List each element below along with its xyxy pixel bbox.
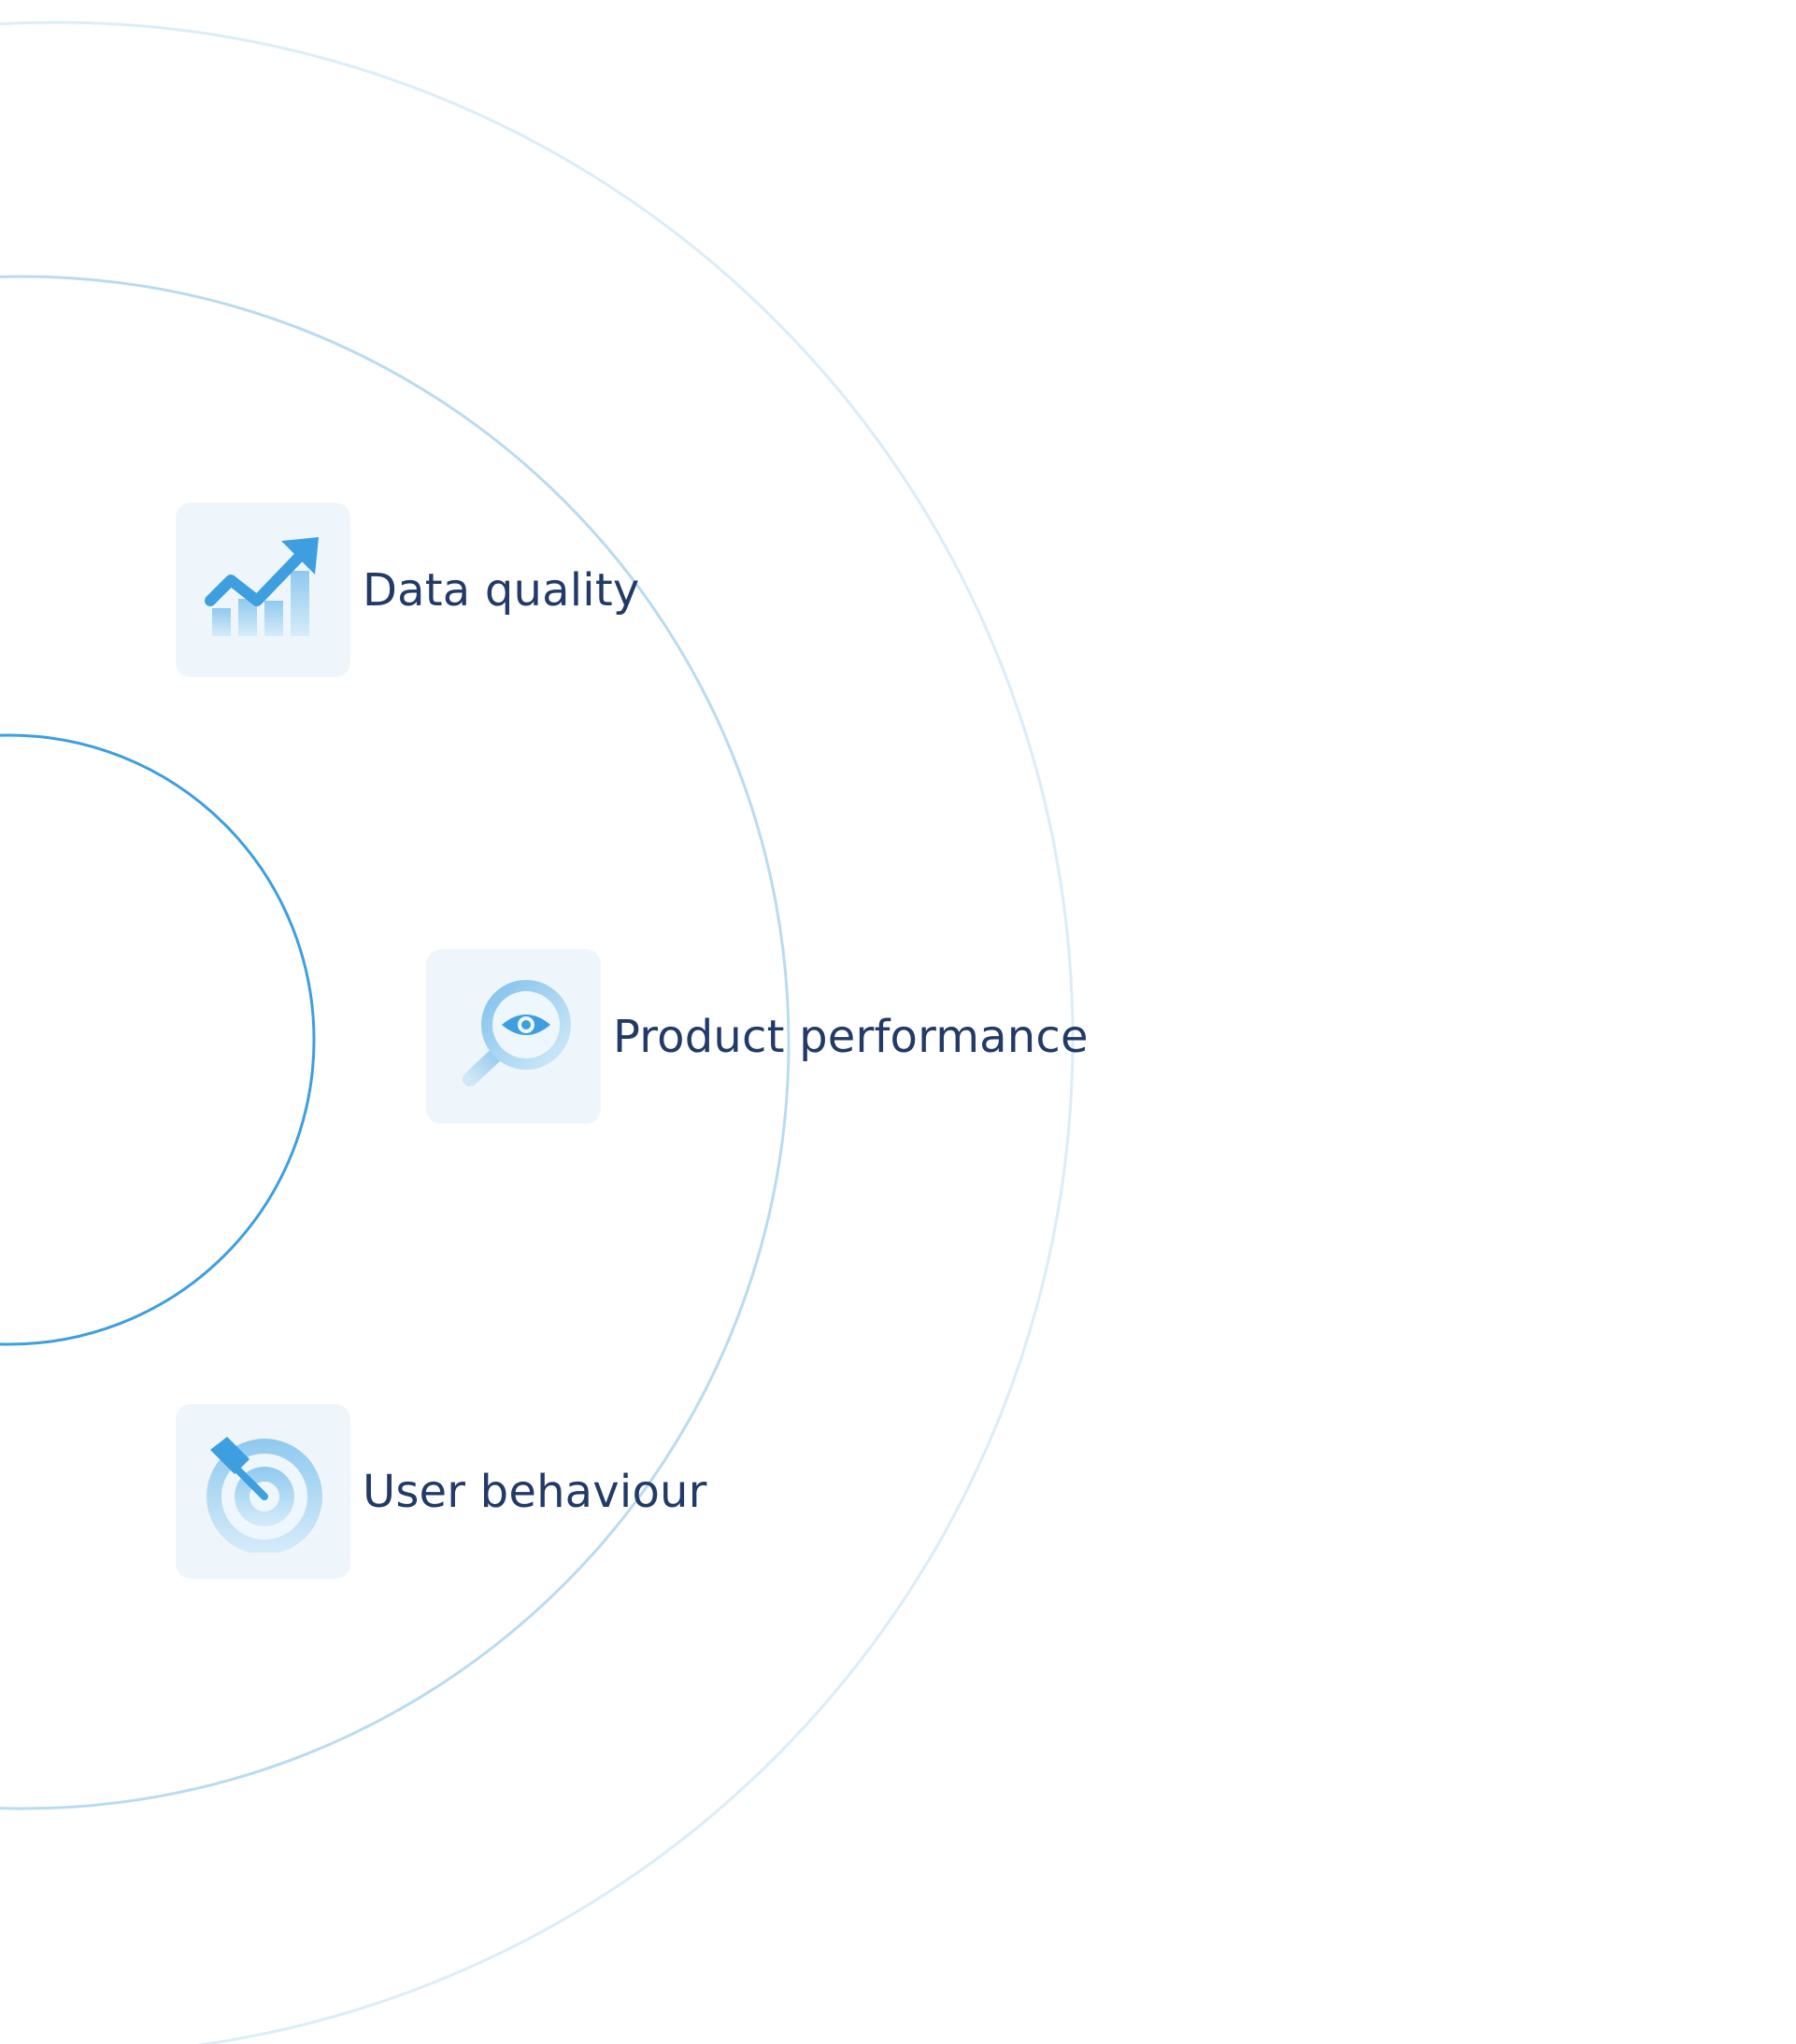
outer-ring [0, 21, 1075, 2044]
label-data-quality: Data quality [363, 563, 640, 617]
label-product-performance: Product performance [613, 1010, 1089, 1063]
middle-ring [0, 275, 791, 1810]
icon-tile-data-quality [176, 503, 350, 677]
item-product-performance: Product performance [426, 949, 1089, 1124]
icon-tile-product-performance [426, 949, 601, 1124]
target-arrow-icon [206, 1436, 322, 1553]
item-user-behaviour: User behaviour [176, 1404, 707, 1579]
item-data-quality: Data quality [176, 503, 639, 677]
trend-chart-icon [204, 536, 319, 636]
magnifier-eye-icon [462, 979, 571, 1086]
label-user-behaviour: User behaviour [363, 1465, 707, 1518]
icon-tile-user-behaviour [176, 1404, 350, 1579]
inner-ring [0, 733, 316, 1346]
